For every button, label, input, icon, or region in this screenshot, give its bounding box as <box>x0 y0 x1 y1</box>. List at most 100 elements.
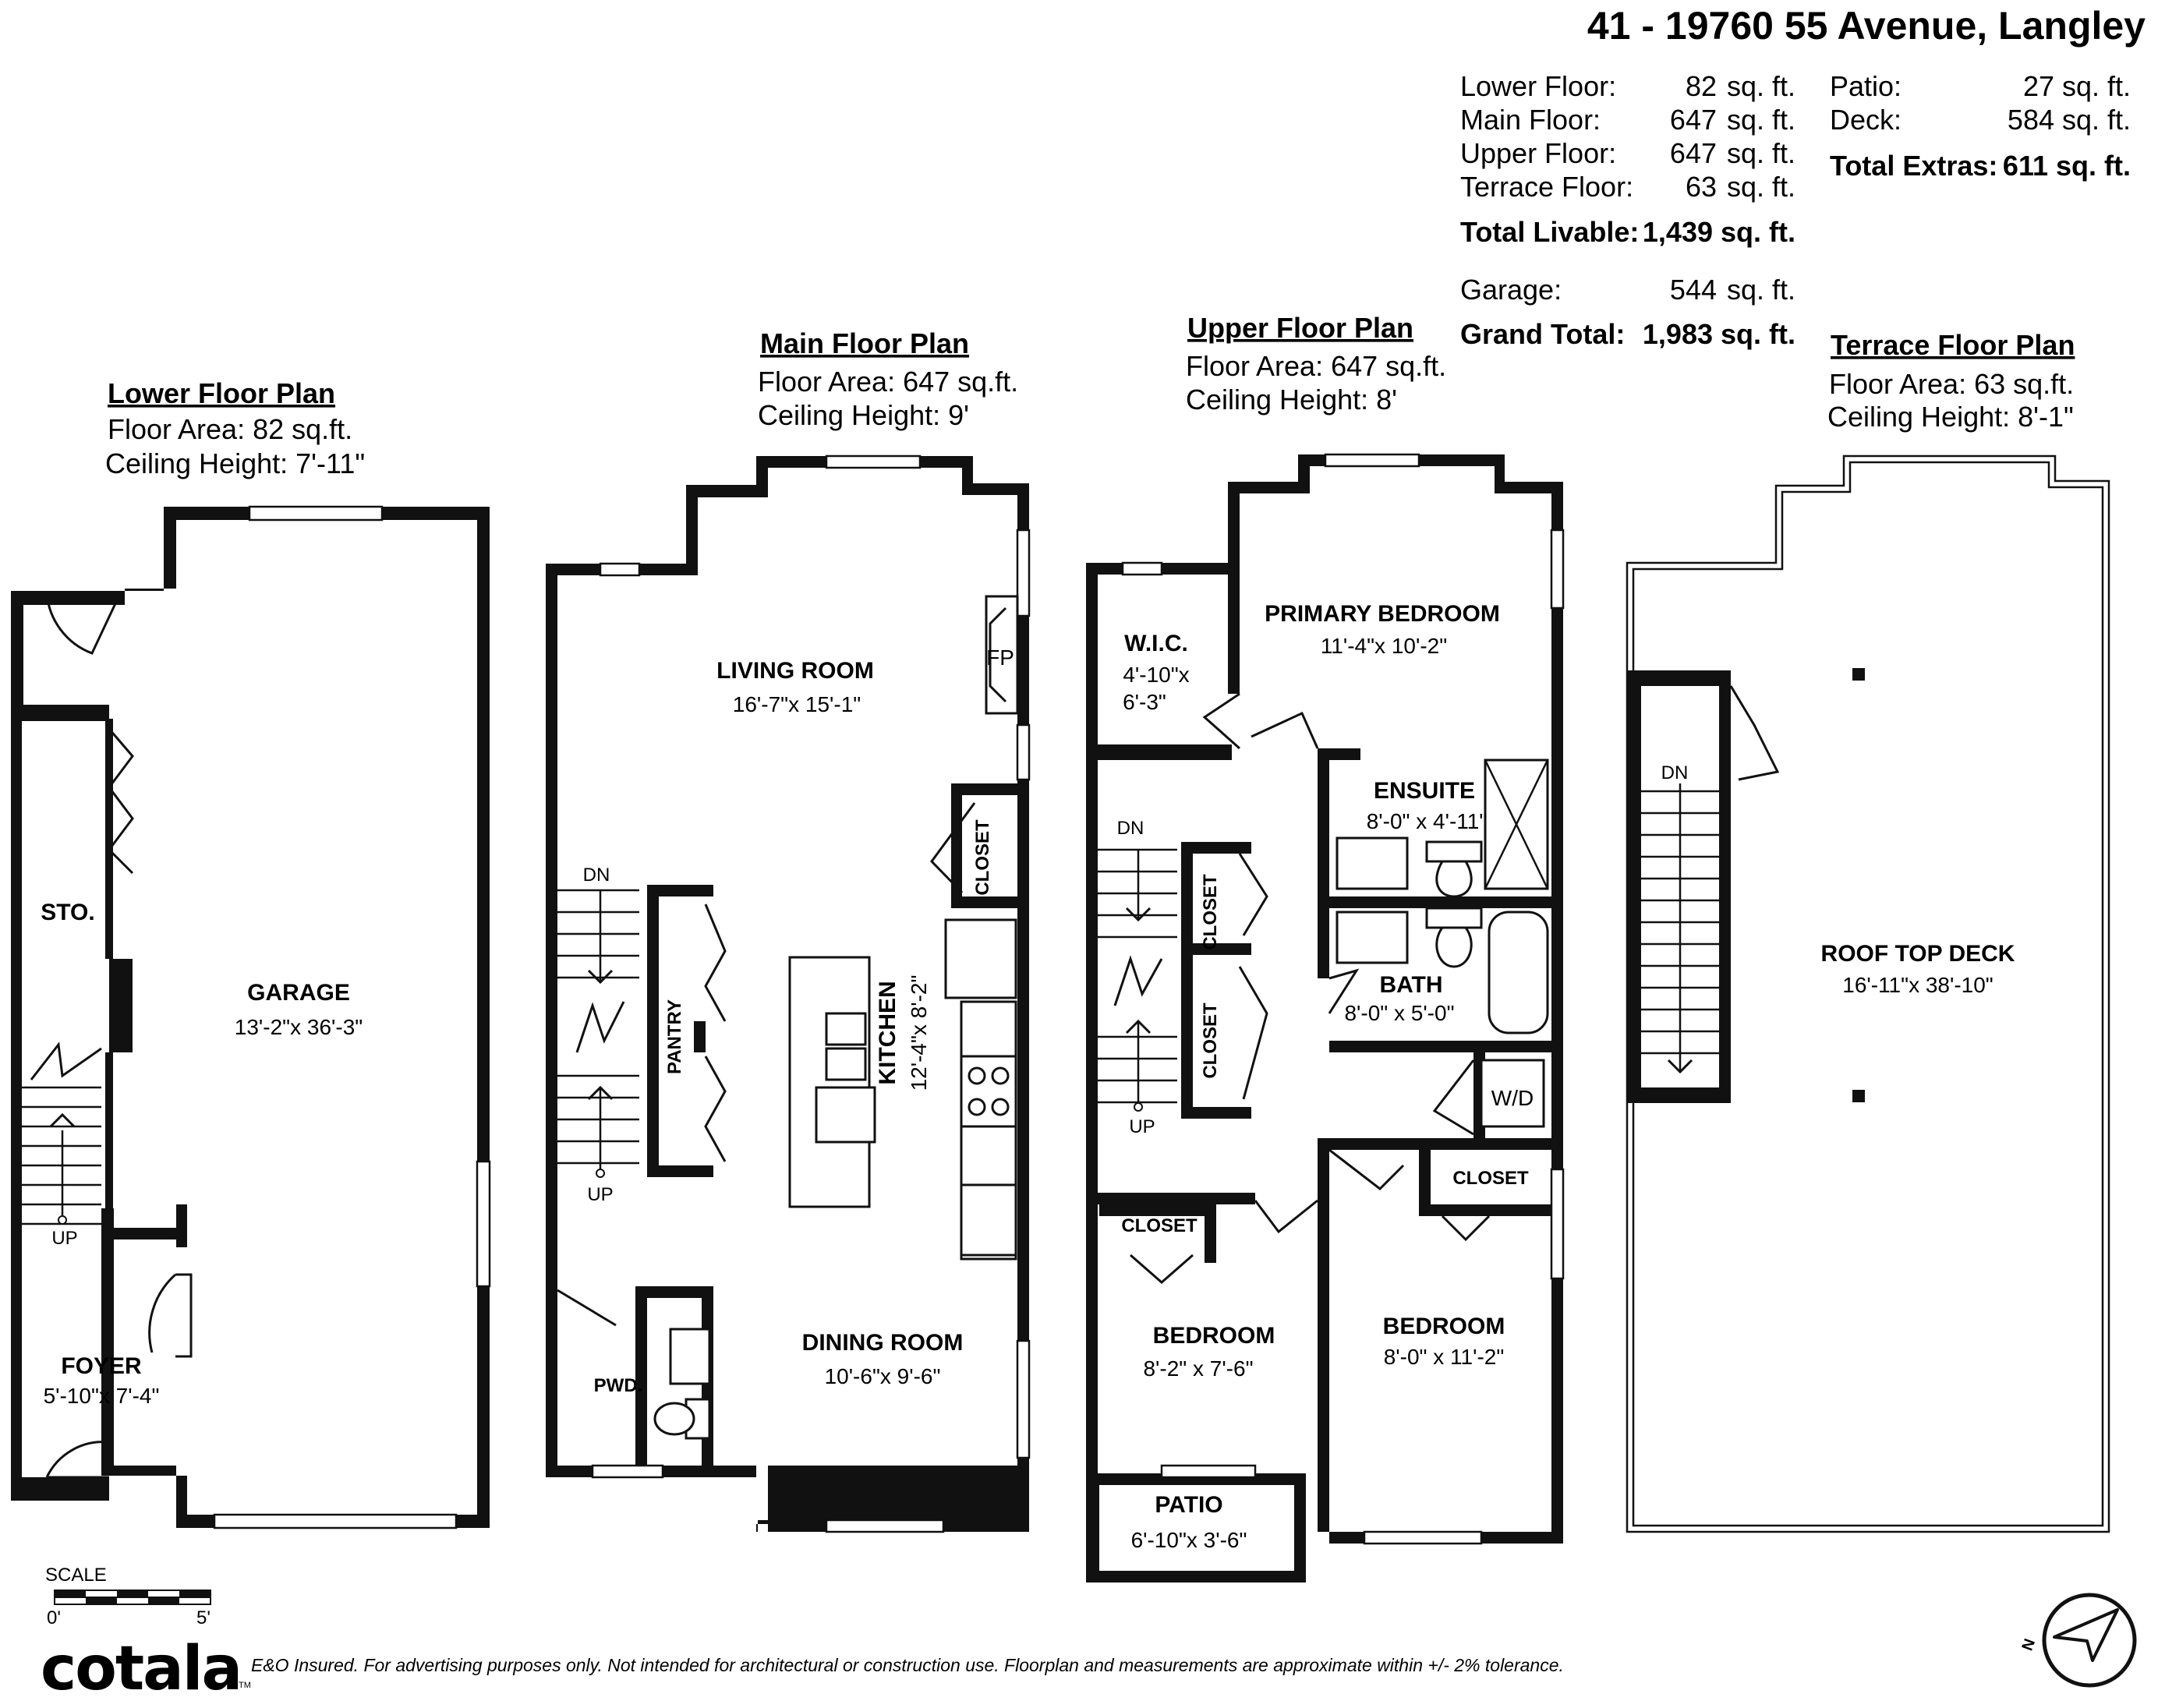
dining-room-label: DINING ROOM <box>802 1330 964 1356</box>
ensuite-label: ENSUITE <box>1374 778 1475 804</box>
grand-total-value: 1,983 sq. ft. <box>1643 318 1795 350</box>
bath-label: BATH <box>1379 972 1442 998</box>
lower-plan-ceiling: Ceiling Height: 7'-11" <box>105 447 365 479</box>
lower-floor-unit: sq. ft. <box>1727 70 1795 102</box>
sto-label: STO. <box>41 900 94 925</box>
main-stair-dn: DN <box>583 865 610 886</box>
kitchen-island <box>788 956 871 1208</box>
patio-area-unit: sq. ft. <box>2062 70 2131 102</box>
patio-label: PATIO <box>1155 1492 1222 1518</box>
roof-deck-outline <box>1626 454 2110 1533</box>
bedroom-1-dim: 8'-2" x 7'-6" <box>1143 1356 1253 1381</box>
upper-floor-plan: W.I.C. 4'-10"x 6'-3" PRIMARY BEDROOM 11'… <box>1086 453 1565 1582</box>
cotala-logo: cotala <box>41 1634 241 1704</box>
scale-label: SCALE <box>45 1565 107 1586</box>
lower-floor-plan: STO. GARAGE 13'-2"x 36'-3" FOYER 5'-10"x… <box>11 505 491 1529</box>
hall-closet-2-label: CLOSET <box>1200 1003 1221 1079</box>
main-closet-label: CLOSET <box>972 819 993 896</box>
deck-area-label: Deck: <box>1830 104 1902 136</box>
terrace-floor-unit: sq. ft. <box>1727 171 1795 203</box>
dining-room-dim: 10'-6"x 9'-6" <box>825 1364 941 1388</box>
lower-plan-heading: Lower Floor Plan Floor Area: 82 sq.ft. C… <box>105 377 365 479</box>
terrace-plan-heading: Terrace Floor Plan Floor Area: 63 sq.ft.… <box>1827 329 2075 433</box>
main-floor-label: Main Floor: <box>1460 104 1601 136</box>
garage-label: GARAGE <box>247 980 350 1006</box>
terrace-stair <box>1641 783 1719 1074</box>
patio-area-label: Patio: <box>1830 70 1902 102</box>
main-stair <box>557 889 639 1178</box>
terrace-floor-label: Terrace Floor: <box>1460 171 1633 203</box>
patio-area-value: 27 <box>2023 70 2054 102</box>
kitchen-label: KITCHEN <box>875 981 900 1084</box>
bath-dim: 8'-0" x 5'-0" <box>1344 1001 1454 1025</box>
roof-deck-dim: 16'-11"x 38'-10" <box>1842 973 1993 997</box>
terrace-plan-area: Floor Area: 63 sq.ft. <box>1829 368 2074 400</box>
primary-bedroom-dim: 11'-4"x 10'-2" <box>1321 634 1447 658</box>
scale-end: 5' <box>196 1607 210 1628</box>
deck-area-value: 584 <box>2008 104 2054 136</box>
upper-floor-unit: sq. ft. <box>1727 137 1795 169</box>
fireplace-label: FP <box>986 645 1014 670</box>
main-stair-up: UP <box>587 1184 613 1205</box>
lower-floor-value: 82 <box>1686 70 1717 102</box>
pantry-label: PANTRY <box>664 999 685 1074</box>
garage-dim: 13'-2"x 36'-3" <box>235 1015 363 1039</box>
foyer-walls <box>11 709 109 1501</box>
main-plan-heading: Main Floor Plan Floor Area: 647 sq.ft. C… <box>758 327 1018 431</box>
foyer-label: FOYER <box>61 1353 142 1379</box>
wic-label: W.I.C. <box>1124 631 1188 656</box>
fireplace <box>985 595 1019 715</box>
main-floor-unit: sq. ft. <box>1727 104 1795 136</box>
upper-stair-dn: DN <box>1117 818 1144 839</box>
logo-trademark: TM <box>239 1681 251 1690</box>
total-extras-value: 611 sq. ft. <box>2003 150 2131 182</box>
scale-bar: SCALE 0' 5' <box>45 1565 211 1628</box>
wic-dim-1: 4'-10"x <box>1123 663 1189 687</box>
main-floor-value: 647 <box>1670 104 1717 136</box>
ensuite-dim: 8'-0" x 4'-11" <box>1367 809 1488 833</box>
roof-deck-label: ROOF TOP DECK <box>1821 941 2015 967</box>
upper-plan-heading: Upper Floor Plan Floor Area: 647 sq.ft. … <box>1186 312 1446 416</box>
compass-letter: N <box>2019 1636 2039 1653</box>
lower-stair <box>22 1041 102 1225</box>
bedroom-2-dim: 8'-0" x 11'-2" <box>1384 1345 1505 1369</box>
total-extras-label: Total Extras: <box>1830 150 1997 182</box>
main-plan-area: Floor Area: 647 sq.ft. <box>758 366 1018 398</box>
upper-floor-label: Upper Floor: <box>1460 137 1616 169</box>
upper-plan-area: Floor Area: 647 sq.ft. <box>1186 350 1446 382</box>
washer-dryer <box>1480 1059 1545 1128</box>
disclaimer: E&O Insured. For advertising purposes on… <box>251 1655 1564 1675</box>
wd-label: W/D <box>1491 1086 1534 1110</box>
living-room-dim: 16'-7"x 15'-1" <box>733 692 861 716</box>
total-livable-label: Total Livable: <box>1460 216 1639 248</box>
main-plan-ceiling: Ceiling Height: 9' <box>758 399 969 431</box>
bedroom-1-closet-label: CLOSET <box>1121 1215 1198 1236</box>
living-room-label: LIVING ROOM <box>716 658 874 684</box>
lower-stair-up: UP <box>51 1228 77 1249</box>
terrace-plan-title: Terrace Floor Plan <box>1831 329 2075 361</box>
area-summary: Lower Floor: 82 sq. ft. Main Floor: 647 … <box>1460 70 2131 350</box>
terrace-floor-plan: ROOF TOP DECK 16'-11"x 38'-10" DN <box>1626 454 2110 1533</box>
lower-floor-label: Lower Floor: <box>1460 70 1616 102</box>
upper-stair <box>1098 848 1177 1112</box>
lower-plan-area: Floor Area: 82 sq.ft. <box>108 413 352 445</box>
scale-start: 0' <box>47 1607 61 1628</box>
foyer-dim: 5'-10"x 7'-4" <box>44 1384 160 1408</box>
primary-bedroom-label: PRIMARY BEDROOM <box>1265 601 1500 627</box>
terrace-floor-value: 63 <box>1686 171 1717 203</box>
upper-plan-title: Upper Floor Plan <box>1187 312 1413 344</box>
patio-dim: 6'-10"x 3'-6" <box>1131 1528 1247 1552</box>
bedroom-2-closet-label: CLOSET <box>1452 1168 1529 1189</box>
upper-stair-up: UP <box>1129 1116 1155 1137</box>
compass-icon: N <box>2019 1593 2137 1688</box>
property-address: 41 - 19760 55 Avenue, Langley <box>1587 4 2146 48</box>
total-livable-value: 1,439 sq. ft. <box>1643 216 1795 248</box>
garage-area-value: 544 <box>1670 274 1717 306</box>
bedroom-1-label: BEDROOM <box>1153 1323 1275 1349</box>
grand-total-label: Grand Total: <box>1460 318 1625 350</box>
kitchen-dim: 12'-4"x 8'-2" <box>907 975 931 1091</box>
lower-plan-title: Lower Floor Plan <box>108 377 335 409</box>
main-floor-walls <box>546 456 1029 1532</box>
upper-floor-value: 647 <box>1670 137 1717 169</box>
